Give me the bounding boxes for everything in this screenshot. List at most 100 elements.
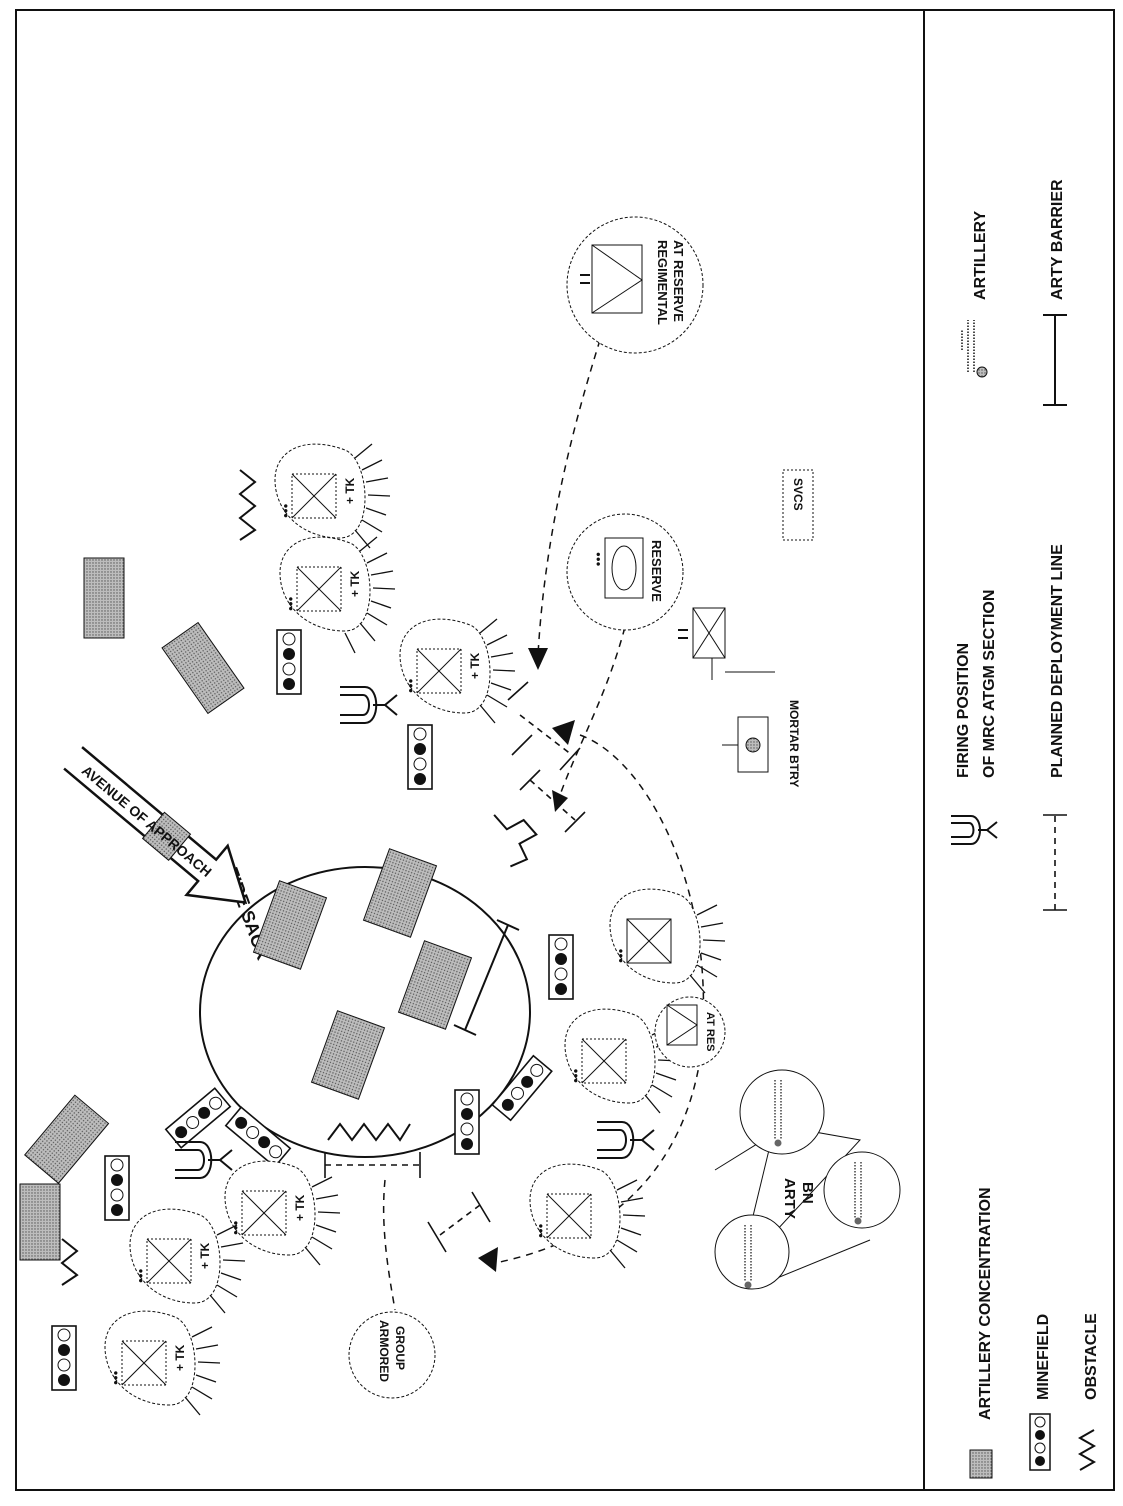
artillery-concentration-icon [969, 1449, 993, 1479]
company-marker: ●●● [594, 552, 603, 567]
obstacle [493, 814, 538, 868]
regimental-label-line1: REGIMENTAL [655, 240, 670, 325]
tank-reinforcement-label: + TK [293, 1194, 307, 1221]
company-marker: ●●● [406, 678, 415, 693]
legend-label-obstacle: OBSTACLE [1083, 1313, 1100, 1400]
strongpoint-tk: + TK ●●● [104, 1310, 221, 1416]
legend-label-firing-position-line1: FIRING POSITION [955, 643, 972, 778]
route-regimental-reserve [537, 339, 601, 656]
legend-label-minefield: MINEFIELD [1035, 1314, 1052, 1400]
planned-deployment-line-icon [1043, 814, 1067, 911]
atgm-firing-position-icon [951, 815, 998, 845]
tank-reinforcement-label: + TK [468, 652, 482, 679]
tank-reinforcement-label: + TK [343, 477, 357, 504]
strongpoint-tk: + TK ●●● [399, 618, 516, 724]
legend-label-arty-barrier: ARTY BARRIER [1049, 179, 1066, 300]
obstacle [60, 1238, 79, 1286]
obstacle [327, 1122, 411, 1142]
artillery-concentration [83, 557, 125, 639]
strongpoints: + TK ●●● + TK ●●● + TK [104, 443, 726, 1416]
artillery-concentration [24, 1094, 110, 1184]
legend-label-planned-deployment-line: PLANNED DEPLOYMENT LINE [1049, 544, 1066, 778]
svcs-label: SVCS [791, 478, 805, 511]
tank-reinforcement-label: + TK [173, 1344, 187, 1371]
armored-label-line2: GROUP [393, 1326, 407, 1370]
armored-label-line1: ARMORED [377, 1320, 391, 1382]
minefield [491, 1054, 553, 1122]
legend-label-artillery-concentration: ARTILLERY CONCENTRATION [977, 1187, 994, 1420]
atgm-firing-position [597, 1121, 655, 1159]
armored-group: ARMORED GROUP [348, 1311, 436, 1399]
company-marker: ●●● [111, 1370, 120, 1385]
avenue-of-approach-label: AVENUE OF APPROACH [79, 762, 215, 880]
artillery-concentration [310, 1010, 386, 1100]
legend: ARTILLERY CONCENTRATION MINEFIELD OBSTAC… [951, 179, 1100, 1479]
company-marker: ●●● [286, 596, 295, 611]
artillery-concentration [252, 880, 328, 970]
outer-frame [15, 9, 1115, 1491]
strongpoint: ●●● [564, 1008, 681, 1114]
strongpoint-tk: + TK ●●● [274, 443, 391, 563]
obstacle-icon [1077, 1429, 1097, 1471]
company-marker: ●●● [616, 948, 625, 963]
route-reserve [559, 614, 629, 796]
diagram-area: FIRE SACK AVENUE OF APPROACH [19, 216, 901, 1416]
at-res-label: AT RES [704, 1012, 716, 1052]
minefield [454, 1089, 480, 1155]
movement-routes [382, 339, 705, 1311]
fire-sack-ellipse [199, 866, 531, 1158]
strongpoint: ●●● [609, 888, 726, 994]
regimental-label-line2: AT RESERVE [671, 240, 686, 322]
mortar-battery-label: MORTAR BTRY [787, 700, 801, 787]
artillery-concentration [362, 848, 438, 938]
strongpoint-tk: + TK ●●● [279, 536, 396, 654]
bn-label: BN [799, 1182, 816, 1204]
arty-label: ARTY [781, 1178, 798, 1219]
strongpoint-tk: + TK ●●● [129, 1208, 246, 1314]
minefield [104, 1155, 130, 1221]
atgm-firing-position [175, 1141, 233, 1179]
company-marker: ●●● [281, 503, 290, 518]
planned-deployment-line [439, 1204, 481, 1236]
artillery-concentration [19, 1183, 61, 1261]
reserve: RESERVE ●●● [566, 513, 684, 631]
company-marker: ●●● [136, 1268, 145, 1283]
strongpoint: ●●● [529, 1163, 646, 1269]
strongpoint-tk: + TK ●●● [224, 1160, 341, 1266]
avenue-of-approach-arrow: AVENUE OF APPROACH [63, 746, 248, 904]
legend-label-firing-position-line2: OF MRC ATGM SECTION [981, 590, 998, 778]
route-armored-group [382, 1179, 396, 1311]
atgm-positions [175, 686, 655, 1179]
reserve-label: RESERVE [649, 540, 664, 602]
company-marker: ●●● [571, 1068, 580, 1083]
arty-barrier-icon [1043, 314, 1067, 406]
minefield [51, 1325, 77, 1391]
obstacle [238, 469, 257, 541]
reserve-sub-unit [678, 607, 775, 680]
tank-reinforcement-label: + TK [198, 1242, 212, 1269]
company-marker: ●●● [231, 1220, 240, 1235]
route-arrowheads [478, 648, 575, 1272]
planned-deployment-line [529, 779, 576, 821]
at-reserve: AT RES [654, 996, 726, 1068]
mortar-battery: MORTAR BTRY [722, 700, 801, 787]
atgm-firing-position [340, 686, 398, 724]
legend-label-artillery: ARTILLERY [972, 210, 989, 300]
artillery-battalion: ARTY BN [714, 1069, 901, 1290]
company-marker: ●●● [536, 1223, 545, 1238]
minefield [548, 934, 574, 1000]
minefields [51, 629, 574, 1391]
planned-deployment-lines [324, 681, 586, 1253]
artillery-concentration [397, 940, 473, 1030]
minefield [276, 629, 302, 695]
svcs-unit: SVCS [782, 469, 814, 541]
artillery-concentration [161, 621, 245, 715]
minefield [224, 1106, 292, 1168]
artillery-icon [961, 320, 988, 378]
obstacles [60, 469, 538, 1286]
arty-barrier [453, 919, 520, 1036]
minefield [164, 1087, 232, 1149]
minefield-icon [1029, 1413, 1051, 1471]
